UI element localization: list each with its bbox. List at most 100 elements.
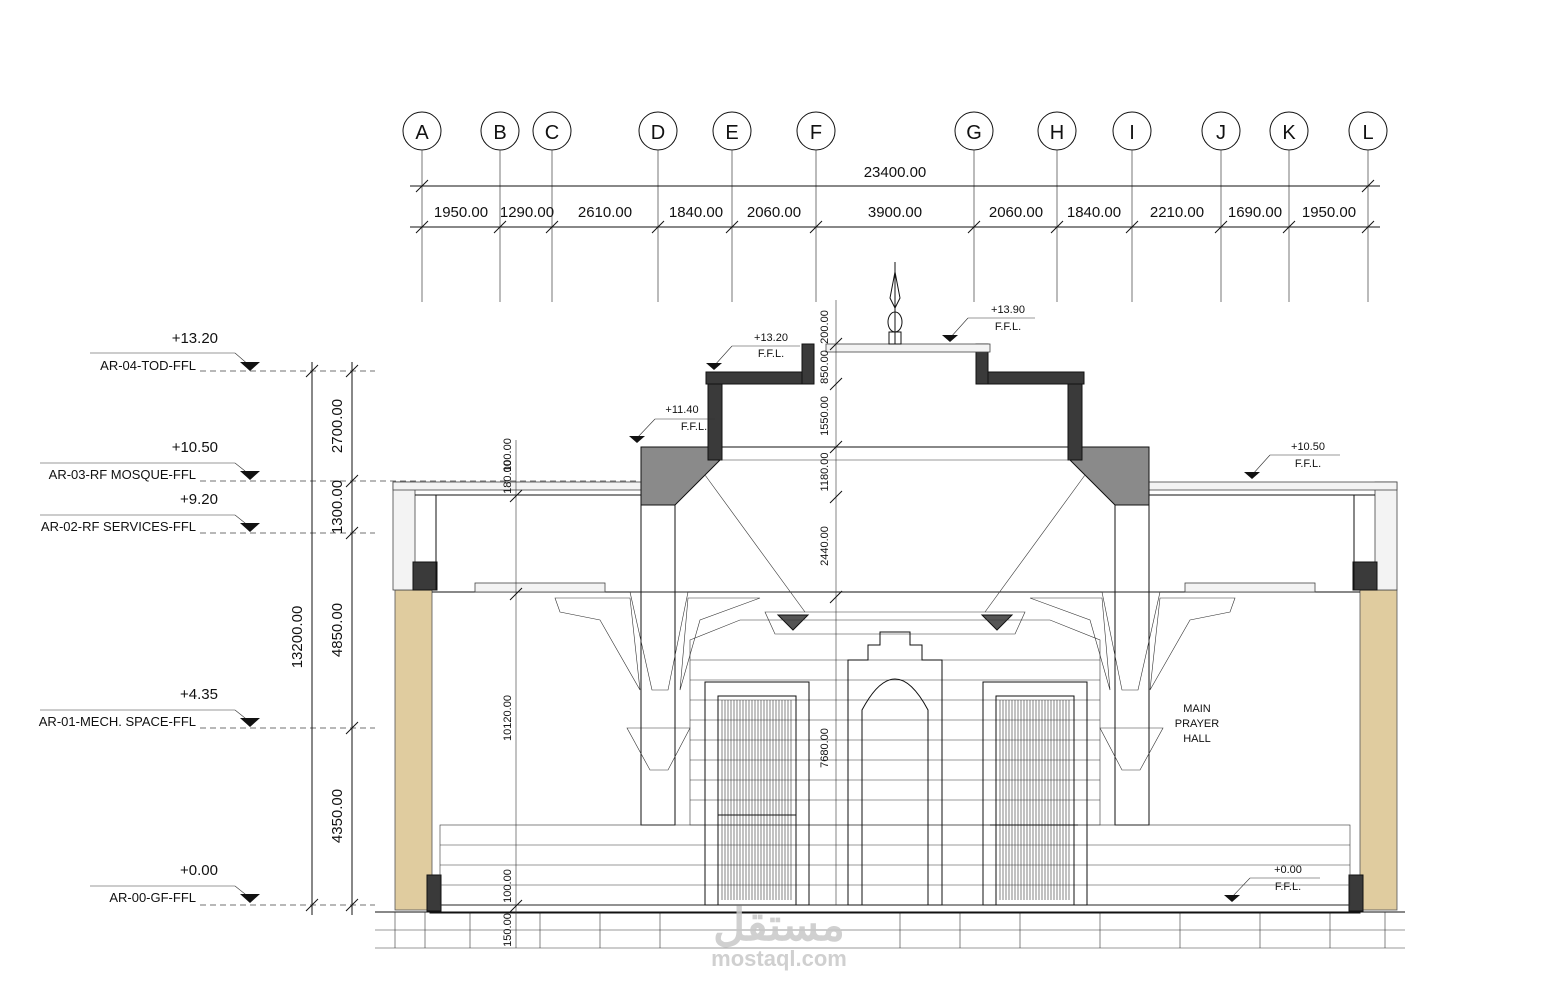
grid-bubble-f: F (796, 111, 836, 151)
svg-text:+0.00: +0.00 (180, 862, 218, 879)
grid-bubble-h: H (1037, 111, 1077, 151)
watermark-logo: مستقل (713, 901, 845, 950)
left-parapet (392, 481, 642, 591)
svg-text:850.00: 850.00 (819, 350, 831, 384)
spot-level-tower-roof: +13.20 F.F.L. (706, 332, 800, 370)
svg-text:HALL: HALL (1183, 733, 1211, 745)
vertical-overall-dimension: 13200.00 (289, 362, 319, 915)
bay-dimension-h-i: 1840.00 (1067, 204, 1121, 221)
left-height-dimensions: 180.00 100.00 10120.00 100.00 150.00 (502, 438, 523, 948)
grid-lines (421, 150, 1369, 302)
left-door (704, 681, 810, 906)
svg-text:+4.35: +4.35 (180, 686, 218, 703)
ground-line (375, 911, 1405, 949)
building-section: 200.00 850.00 1550.00 1180.00 2440.00 76… (375, 262, 1405, 949)
svg-text:C: C (545, 122, 559, 144)
svg-text:2700.00: 2700.00 (329, 399, 346, 453)
svg-text:MAIN: MAIN (1183, 703, 1211, 715)
svg-text:100.00: 100.00 (502, 869, 514, 903)
bay-dimension-k-l: 1950.00 (1302, 204, 1356, 221)
watermark-site: mostaql.com (711, 946, 847, 971)
level-marker-rf-mosque: +10.50 AR-03-RF MOSQUE-FFL (40, 439, 640, 482)
grid-bubble-j: J (1201, 111, 1241, 151)
svg-text:7680.00: 7680.00 (819, 728, 831, 768)
svg-text:G: G (966, 122, 982, 144)
level-marker-rf-services: +9.20 AR-02-RF SERVICES-FFL (40, 491, 375, 534)
left-column (554, 446, 761, 826)
grid-bubbles: A B C D E F G H I J K L (402, 111, 1388, 151)
svg-text:180.00: 180.00 (502, 460, 514, 494)
svg-text:F.F.L.: F.F.L. (1295, 458, 1321, 470)
central-tower (641, 343, 1149, 461)
svg-text:1300.00: 1300.00 (329, 480, 346, 534)
svg-text:+13.20: +13.20 (172, 330, 218, 347)
spot-level-dome: +13.90 F.F.L. (942, 304, 1035, 342)
svg-text:13200.00: 13200.00 (289, 606, 306, 669)
grid-bubble-c: C (532, 111, 572, 151)
right-column-base (1348, 874, 1364, 912)
svg-text:200.00: 200.00 (819, 310, 831, 344)
svg-text:PRAYER: PRAYER (1175, 718, 1219, 730)
svg-text:AR-00-GF-FFL: AR-00-GF-FFL (109, 890, 196, 905)
bay-dimension-g-h: 2060.00 (989, 204, 1043, 221)
svg-text:1550.00: 1550.00 (819, 396, 831, 436)
bay-dimension-i-j: 2210.00 (1150, 204, 1204, 221)
right-door (982, 681, 1088, 906)
bay-dimension-c-d: 2610.00 (578, 204, 632, 221)
grid-bubble-b: B (480, 111, 520, 151)
svg-text:+13.20: +13.20 (754, 332, 788, 344)
svg-text:B: B (493, 122, 506, 144)
svg-text:A: A (415, 122, 429, 144)
overall-dimension: 23400.00 (864, 164, 927, 181)
level-marker-tod: +13.20 AR-04-TOD-FFL (90, 330, 375, 373)
bay-dimension-e-f: 2060.00 (747, 204, 801, 221)
svg-text:100.00: 100.00 (502, 438, 514, 472)
spot-level-ground: +0.00 F.F.L. (1224, 864, 1320, 902)
svg-text:+13.90: +13.90 (991, 304, 1025, 316)
grid-bubble-i: I (1112, 111, 1152, 151)
right-column (1029, 446, 1236, 826)
left-ceiling-box (474, 582, 606, 593)
svg-text:J: J (1216, 122, 1226, 144)
grid-bubble-e: E (712, 111, 752, 151)
svg-text:+9.20: +9.20 (180, 491, 218, 508)
svg-text:+10.50: +10.50 (1291, 441, 1325, 453)
svg-text:4850.00: 4850.00 (329, 603, 346, 657)
grid-bubble-a: A (402, 111, 442, 151)
hanging-lights (704, 474, 1086, 635)
level-marker-ground-floor: +0.00 AR-00-GF-FFL (90, 862, 375, 906)
bay-dimension-line: 1950.00 1290.00 2610.00 1840.00 2060.00 … (410, 204, 1380, 234)
svg-text:+10.50: +10.50 (172, 439, 218, 456)
svg-text:F.F.L.: F.F.L. (681, 421, 707, 433)
vertical-segment-dimensions: 2700.00 1300.00 4850.00 4350.00 (329, 362, 359, 915)
svg-text:2440.00: 2440.00 (819, 526, 831, 566)
svg-text:1180.00: 1180.00 (819, 453, 831, 492)
svg-text:4350.00: 4350.00 (329, 789, 346, 843)
overall-dimension-line: 23400.00 (410, 164, 1380, 193)
svg-text:+11.40: +11.40 (665, 404, 698, 416)
left-column-base (426, 874, 442, 912)
room-label-main-prayer-hall: MAIN PRAYER HALL (1175, 703, 1219, 745)
svg-text:F.F.L.: F.F.L. (1275, 881, 1301, 893)
svg-text:AR-01-MECH. SPACE-FFL: AR-01-MECH. SPACE-FFL (39, 714, 196, 729)
right-parapet (1148, 481, 1398, 591)
svg-text:AR-03-RF MOSQUE-FFL: AR-03-RF MOSQUE-FFL (49, 467, 196, 482)
svg-text:K: K (1282, 122, 1296, 144)
svg-text:E: E (725, 122, 738, 144)
svg-text:150.00: 150.00 (502, 913, 514, 947)
grid-bubble-g: G (954, 111, 994, 151)
qibla-wall-cladding (439, 619, 1351, 906)
finial (887, 262, 903, 345)
svg-text:L: L (1362, 122, 1373, 144)
central-height-dimensions: 200.00 850.00 1550.00 1180.00 2440.00 76… (819, 300, 843, 905)
level-marker-mech-space: +4.35 AR-01-MECH. SPACE-FFL (39, 686, 375, 729)
svg-text:10120.00: 10120.00 (502, 695, 514, 741)
bay-dimension-b-c: 1290.00 (500, 204, 554, 221)
svg-text:F: F (810, 122, 822, 144)
grid-bubble-k: K (1269, 111, 1309, 151)
bay-dimension-j-k: 1690.00 (1228, 204, 1282, 221)
svg-text:AR-02-RF SERVICES-FFL: AR-02-RF SERVICES-FFL (41, 519, 196, 534)
svg-text:F.F.L.: F.F.L. (758, 348, 784, 360)
svg-text:F.F.L.: F.F.L. (995, 321, 1021, 333)
